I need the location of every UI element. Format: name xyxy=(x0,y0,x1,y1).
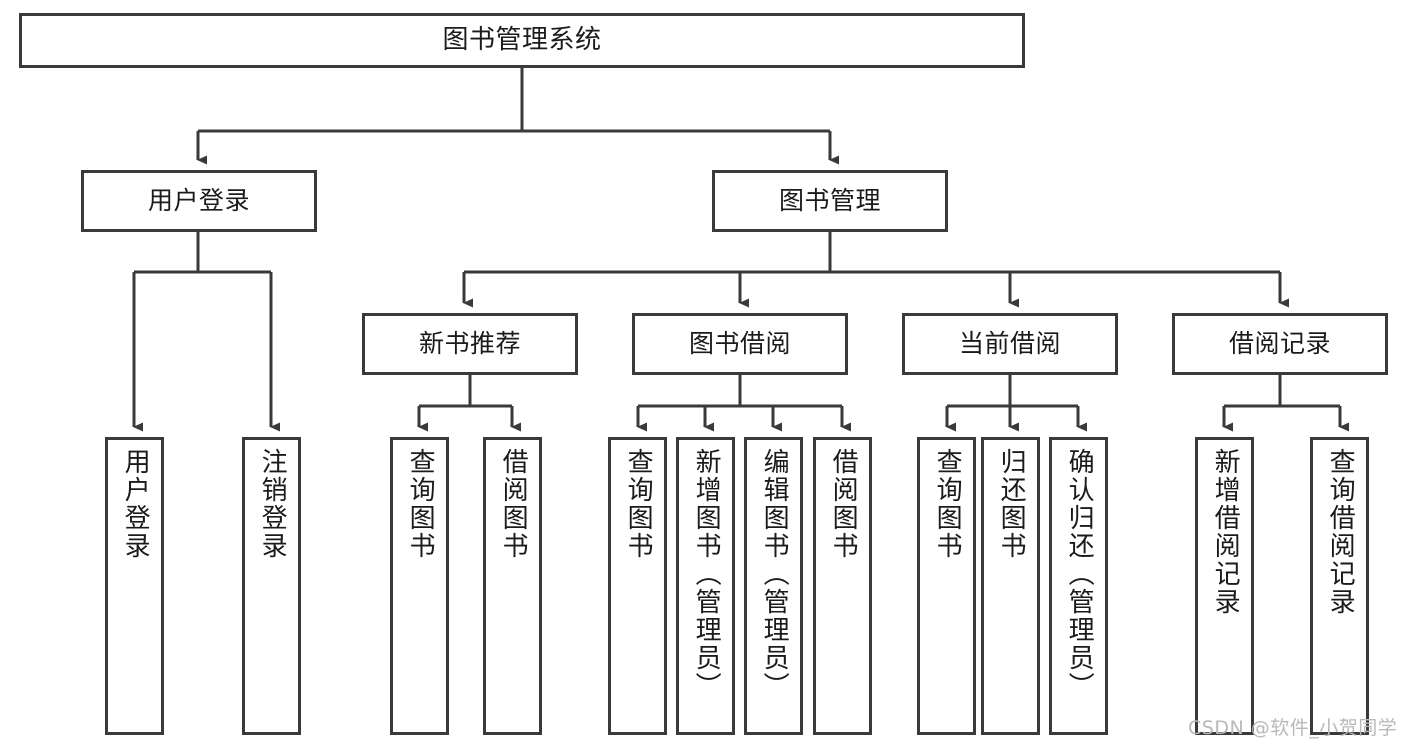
leaf-query-book-recommend[interactable]: 查询图书 xyxy=(390,437,449,735)
node-label: 图书管理系统 xyxy=(442,25,602,56)
leaf-query-borrow-record[interactable]: 查询借阅记录 xyxy=(1310,437,1369,735)
node-label: 查询图书 xyxy=(623,448,654,560)
node-new-book-recommend[interactable]: 新书推荐 xyxy=(362,313,578,375)
node-label: 图书借阅 xyxy=(688,329,791,359)
leaf-borrow-book-recommend[interactable]: 借阅图书 xyxy=(483,437,542,735)
node-label: 编辑图书（管理员） xyxy=(759,448,790,700)
node-label: 借阅图书 xyxy=(498,448,529,560)
node-label: 新增图书（管理员） xyxy=(691,448,722,700)
node-root-book-management-system[interactable]: 图书管理系统 xyxy=(19,13,1025,68)
node-borrow-record[interactable]: 借阅记录 xyxy=(1172,313,1388,375)
leaf-borrow-book[interactable]: 借阅图书 xyxy=(813,437,872,735)
node-book-management[interactable]: 图书管理 xyxy=(712,170,948,232)
node-label: 查询图书 xyxy=(932,448,963,560)
node-label: 查询图书 xyxy=(405,448,436,560)
node-label: 新书推荐 xyxy=(418,329,521,359)
leaf-user-login[interactable]: 用户登录 xyxy=(105,437,164,735)
leaf-confirm-return-admin[interactable]: 确认归还（管理员） xyxy=(1049,437,1108,735)
node-label: 用户登录 xyxy=(147,186,250,216)
node-label: 当前借阅 xyxy=(958,329,1061,359)
leaf-add-book-admin[interactable]: 新增图书（管理员） xyxy=(676,437,735,735)
leaf-user-logout[interactable]: 注销登录 xyxy=(242,437,301,735)
node-label: 借阅图书 xyxy=(828,448,859,560)
leaf-query-book-borrow[interactable]: 查询图书 xyxy=(608,437,667,735)
node-label: 查询借阅记录 xyxy=(1325,448,1356,616)
node-label: 注销登录 xyxy=(257,448,288,560)
node-label: 图书管理 xyxy=(778,186,881,216)
node-label: 借阅记录 xyxy=(1228,329,1331,359)
node-label: 用户登录 xyxy=(120,448,151,560)
leaf-add-borrow-record[interactable]: 新增借阅记录 xyxy=(1195,437,1254,735)
node-user-login[interactable]: 用户登录 xyxy=(81,170,317,232)
leaf-return-book[interactable]: 归还图书 xyxy=(981,437,1040,735)
node-label: 新增借阅记录 xyxy=(1210,448,1241,616)
node-current-borrow[interactable]: 当前借阅 xyxy=(902,313,1118,375)
leaf-edit-book-admin[interactable]: 编辑图书（管理员） xyxy=(744,437,803,735)
node-book-borrow[interactable]: 图书借阅 xyxy=(632,313,848,375)
node-label: 确认归还（管理员） xyxy=(1064,448,1095,700)
watermark-text: CSDN @软件_小贺同学 xyxy=(1188,717,1398,739)
leaf-query-book-current[interactable]: 查询图书 xyxy=(917,437,976,735)
node-label: 归还图书 xyxy=(996,448,1027,560)
